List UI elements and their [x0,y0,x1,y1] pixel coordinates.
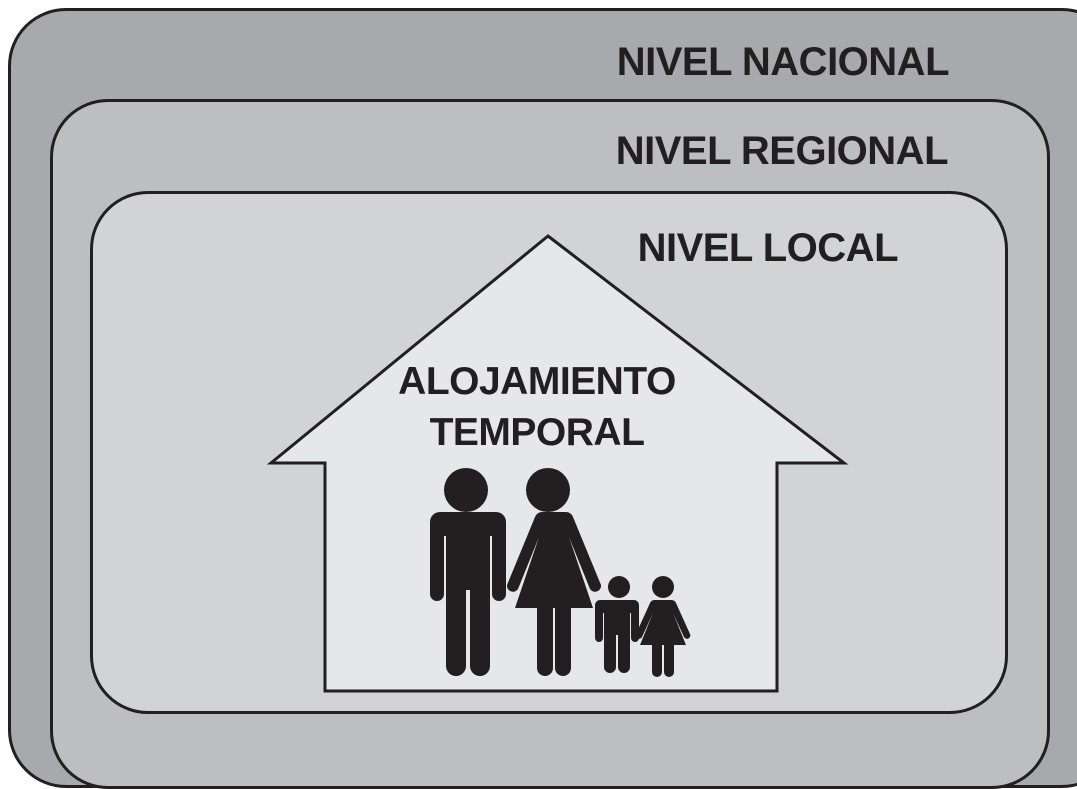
girl-figure-icon [635,576,691,677]
regional-level-label: NIVEL REGIONAL [615,129,949,173]
shelter-title-line-2: TEMPORAL [429,411,645,454]
national-level-label: NIVEL NACIONAL [616,40,950,84]
local-level-label: NIVEL LOCAL [637,226,899,270]
woman-figure-icon [506,468,602,676]
house-shape [266,234,849,693]
boy-figure-icon [595,576,639,673]
shelter-house-diagram [266,234,849,693]
man-figure-icon [430,468,506,676]
family-icon [430,468,691,677]
shelter-title-line-1: ALOJAMIENTO [398,360,676,403]
